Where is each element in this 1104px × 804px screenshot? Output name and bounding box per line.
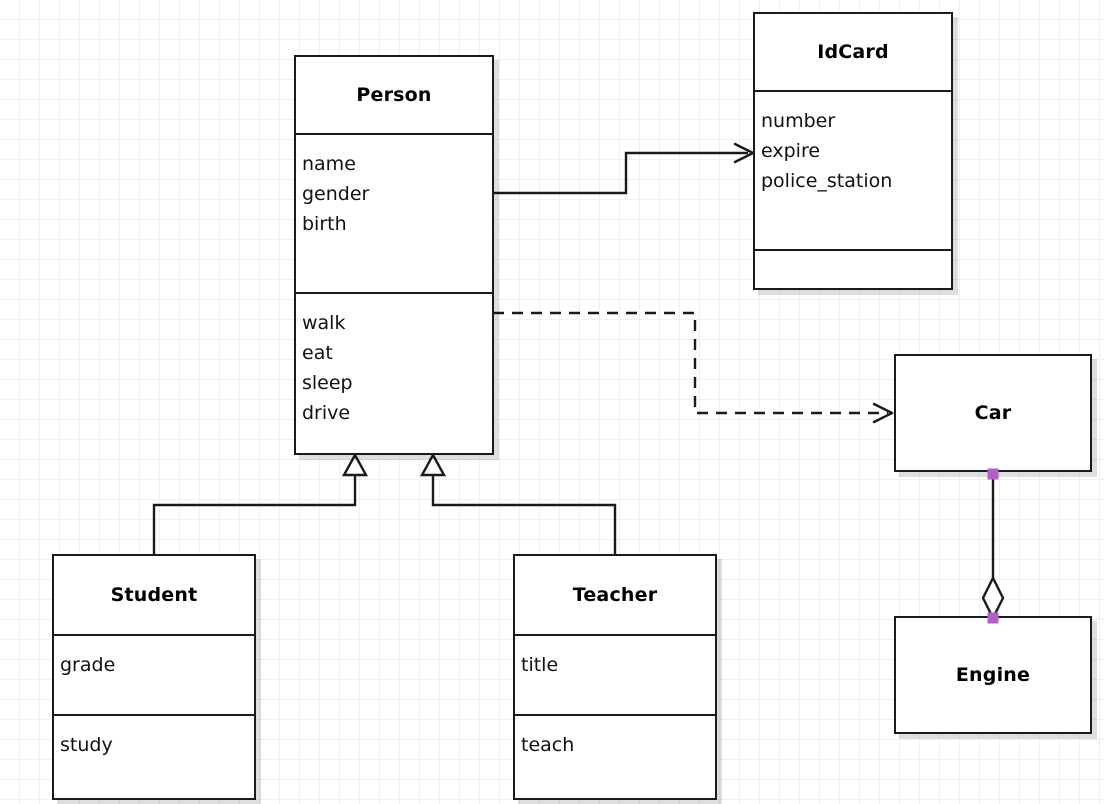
- class-methods-student: study: [54, 714, 254, 798]
- class-attributes-idcard: number expire police_station: [755, 90, 951, 249]
- class-title-car: Car: [974, 402, 1012, 424]
- method-item: teach: [521, 734, 575, 756]
- class-attributes-teacher: title: [515, 634, 715, 714]
- attribute-item: grade: [60, 654, 116, 676]
- method-item: walk: [302, 312, 346, 334]
- association-person-idcard[interactable]: [493, 142, 755, 195]
- generalization-student-person[interactable]: [152, 452, 369, 554]
- class-methods-teacher: teach: [515, 714, 715, 798]
- class-box-idcard[interactable]: IdCard number expire police_station: [753, 12, 953, 290]
- class-box-teacher[interactable]: Teacher title teach: [513, 554, 717, 800]
- method-item: drive: [302, 402, 351, 424]
- method-item: study: [60, 734, 113, 756]
- attribute-item: gender: [302, 183, 370, 205]
- attribute-item: name: [302, 153, 356, 175]
- class-attributes-student: grade: [54, 634, 254, 714]
- attribute-item: title: [521, 654, 559, 676]
- class-title-student: Student: [110, 584, 198, 606]
- class-box-student[interactable]: Student grade study: [52, 554, 256, 800]
- method-item: eat: [302, 342, 333, 364]
- class-title-idcard: IdCard: [817, 41, 889, 63]
- method-item: sleep: [302, 372, 353, 394]
- class-title-person: Person: [356, 84, 432, 106]
- generalization-teacher-person[interactable]: [419, 452, 617, 554]
- class-title-teacher: Teacher: [572, 584, 658, 606]
- connector-handle-car-end[interactable]: [987, 468, 999, 480]
- class-methods-idcard: [755, 249, 951, 288]
- class-box-car[interactable]: Car: [894, 354, 1092, 472]
- attribute-item: expire: [761, 140, 821, 162]
- attribute-item: birth: [302, 213, 347, 235]
- attribute-item: number: [761, 110, 836, 132]
- aggregation-car-engine[interactable]: [981, 474, 1005, 621]
- class-methods-person: walk eat sleep drive: [296, 292, 492, 453]
- connector-handle-engine-end[interactable]: [987, 612, 999, 624]
- dependency-person-car[interactable]: [493, 311, 894, 424]
- class-title-engine: Engine: [955, 664, 1031, 686]
- attribute-item: police_station: [761, 170, 893, 192]
- class-box-person[interactable]: Person name gender birth walk eat sleep …: [294, 55, 494, 455]
- class-box-engine[interactable]: Engine: [894, 616, 1092, 734]
- class-attributes-person: name gender birth: [296, 133, 492, 292]
